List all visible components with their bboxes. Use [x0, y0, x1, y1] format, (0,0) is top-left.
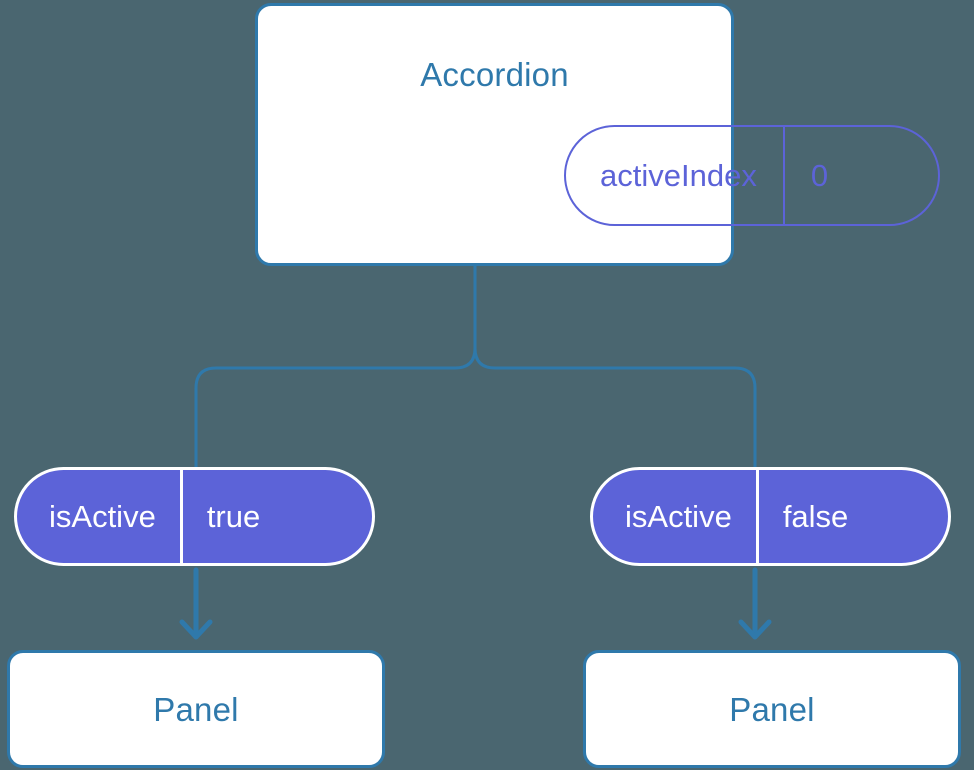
tree-branch-connector-left	[194, 264, 477, 469]
prop-pill-is-active-false[interactable]: isActive false	[590, 467, 951, 566]
prop-pill-value: true	[179, 470, 292, 563]
tree-branch-connector-right	[473, 264, 757, 469]
prop-pill-value: false	[755, 470, 880, 563]
prop-pill-key: isActive	[625, 499, 732, 534]
state-pill-key: activeIndex	[600, 158, 757, 193]
accordion-node-card[interactable]: Accordion activeIndex 0	[255, 3, 940, 266]
arrow-down-icon-left	[179, 567, 213, 640]
prop-pill-is-active-true[interactable]: isActive true	[14, 467, 375, 566]
panel-node-card-right[interactable]: Panel	[583, 650, 961, 768]
accordion-node-title: Accordion	[420, 56, 569, 93]
state-pill-value: 0	[782, 127, 862, 224]
panel-node-title: Panel	[153, 690, 239, 728]
state-pill-active-index[interactable]: activeIndex 0	[564, 125, 940, 226]
prop-pill-key: isActive	[49, 499, 156, 534]
arrow-down-icon-right	[738, 567, 772, 640]
panel-node-card-left[interactable]: Panel	[7, 650, 385, 768]
panel-node-title: Panel	[729, 690, 815, 728]
